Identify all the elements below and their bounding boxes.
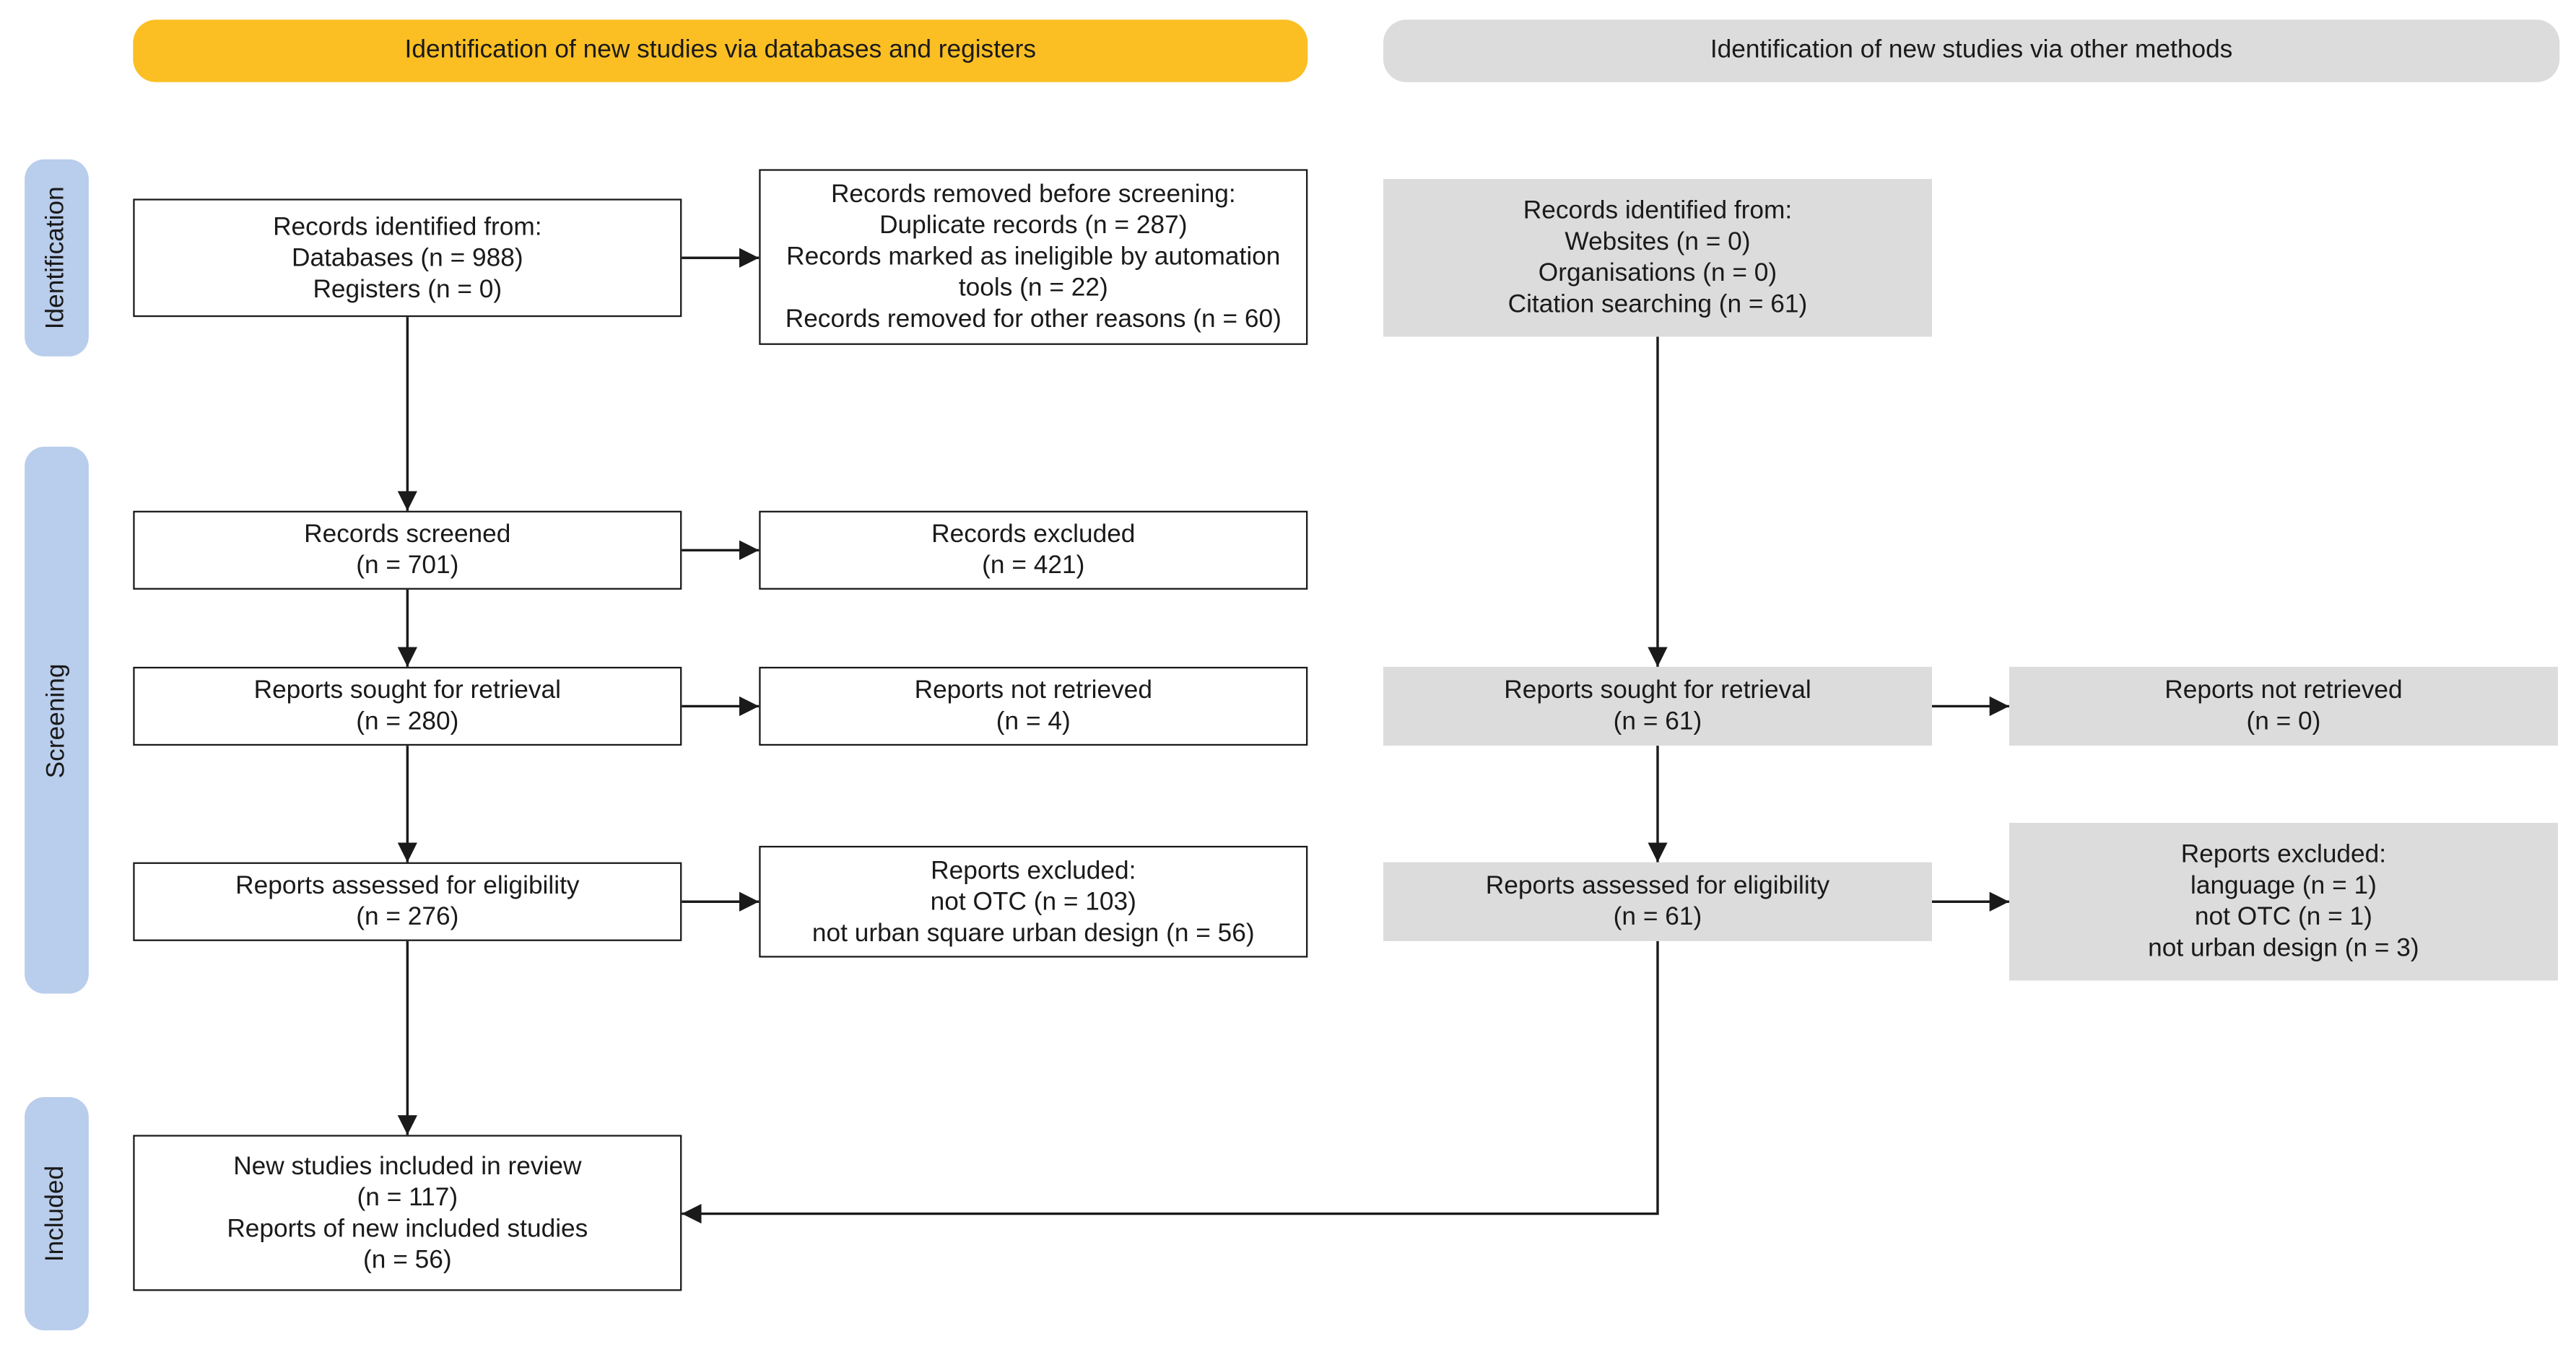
phase-identification: Identification bbox=[25, 159, 89, 357]
banner-databases-registers: Identification of new studies via databa… bbox=[133, 19, 1308, 82]
box-text-line: Registers (n = 0) bbox=[313, 275, 502, 303]
box-reports-assessed-eligibility: Reports assessed for eligibility (n = 276… bbox=[133, 862, 682, 941]
box-text-line: Websites (n = 0) bbox=[1565, 228, 1751, 256]
box-text-line: Reports not retrieved bbox=[2164, 676, 2403, 705]
box-other-reports-sought-retrieval: Reports sought for retrieval(n = 61) bbox=[1383, 666, 1932, 746]
box-text-line: Records identified from: bbox=[1523, 197, 1793, 225]
box-reports-sought-retrieval: Reports sought for retrieval(n = 280) bbox=[133, 666, 682, 746]
box-new-studies-included: New studies included in review (n = 117)R… bbox=[133, 1135, 682, 1291]
box-text-line: not urban design (n = 3) bbox=[2148, 934, 2419, 963]
box-text-line: Records identified from: bbox=[273, 212, 542, 241]
box-text-line: (n = 0) bbox=[2246, 707, 2321, 736]
box-text-line: Databases (n = 988) bbox=[292, 243, 523, 272]
box-text-line: tools (n = 22) bbox=[958, 274, 1108, 302]
box-other-records-identified: Records identified from: Websites (n = 0)… bbox=[1383, 179, 1932, 337]
box-text-line: Records marked as ineligible by automati… bbox=[786, 243, 1281, 271]
box-text-line: Reports excluded: bbox=[931, 856, 1136, 885]
box-text-line: language (n = 1) bbox=[2190, 872, 2377, 900]
box-text-line: Records excluded bbox=[931, 520, 1136, 549]
box-text-line: (n = 701) bbox=[356, 551, 459, 580]
box-text-line: Reports not retrieved bbox=[914, 676, 1152, 705]
banner-other-methods: Identification of new studies via other … bbox=[1383, 19, 2560, 82]
box-text-line: Citation searching (n = 61) bbox=[1507, 290, 1808, 319]
box-text-line: Reports excluded: bbox=[2180, 841, 2387, 869]
box-text-line: (n = 56) bbox=[363, 1245, 452, 1274]
box-text-line: (n = 4) bbox=[996, 707, 1071, 736]
box-text-line: (n = 421) bbox=[982, 551, 1085, 580]
box-text-line: Reports assessed for eligibility bbox=[235, 872, 580, 900]
arrow-other-assessed-to-included bbox=[682, 940, 1659, 1224]
box-text-line: Records removed for other reasons (n = 6… bbox=[785, 305, 1282, 333]
box-records-excluded: Records excluded(n = 421) bbox=[759, 510, 1308, 590]
box-text-line: Reports sought for retrieval bbox=[1504, 676, 1811, 705]
box-text-line: Organisations (n = 0) bbox=[1538, 259, 1777, 288]
phase-included: Included bbox=[25, 1097, 89, 1331]
box-reports-excluded: Reports excluded:not OTC (n = 103) not ur… bbox=[759, 845, 1308, 958]
box-text-line: (n = 61) bbox=[1613, 707, 1702, 736]
box-other-reports-excluded: Reports excluded: language (n = 1) not OTC… bbox=[2009, 823, 2558, 981]
box-other-reports-assessed-eligibility: Reports assessed for eligibility (n = 61) bbox=[1383, 862, 1932, 941]
box-records-identified-databases: Records identified from:Databases (n = 9… bbox=[133, 198, 682, 318]
box-text-line: (n = 61) bbox=[1613, 903, 1702, 932]
box-text-line: (n = 276) bbox=[356, 903, 459, 932]
box-text-line: Duplicate records (n = 287) bbox=[879, 211, 1188, 240]
box-text-line: (n = 117) bbox=[357, 1183, 458, 1212]
box-text-line: (n = 280) bbox=[356, 707, 459, 736]
box-reports-not-retrieved: Reports not retrieved(n = 4) bbox=[759, 666, 1308, 746]
box-text-line: Records removed before screening: bbox=[830, 180, 1236, 209]
phase-screening: Screening bbox=[25, 446, 89, 994]
box-text-line: New studies included in review bbox=[233, 1152, 582, 1180]
box-text-line: Reports assessed for eligibility bbox=[1485, 872, 1830, 900]
box-records-removed-before-screening: Records removed before screening:Duplica… bbox=[759, 169, 1308, 345]
box-text-line: not OTC (n = 103) bbox=[930, 887, 1136, 916]
box-records-screened: Records screened(n = 701) bbox=[133, 510, 682, 590]
box-text-line: not urban square urban design (n = 56) bbox=[811, 919, 1255, 947]
box-text-line: Reports of new included studies bbox=[227, 1214, 588, 1243]
box-other-reports-not-retrieved: Reports not retrieved(n = 0) bbox=[2009, 666, 2558, 746]
box-text-line: not OTC (n = 1) bbox=[2194, 903, 2372, 932]
box-text-line: Records screened bbox=[304, 520, 511, 549]
box-text-line: Reports sought for retrieval bbox=[253, 676, 562, 705]
